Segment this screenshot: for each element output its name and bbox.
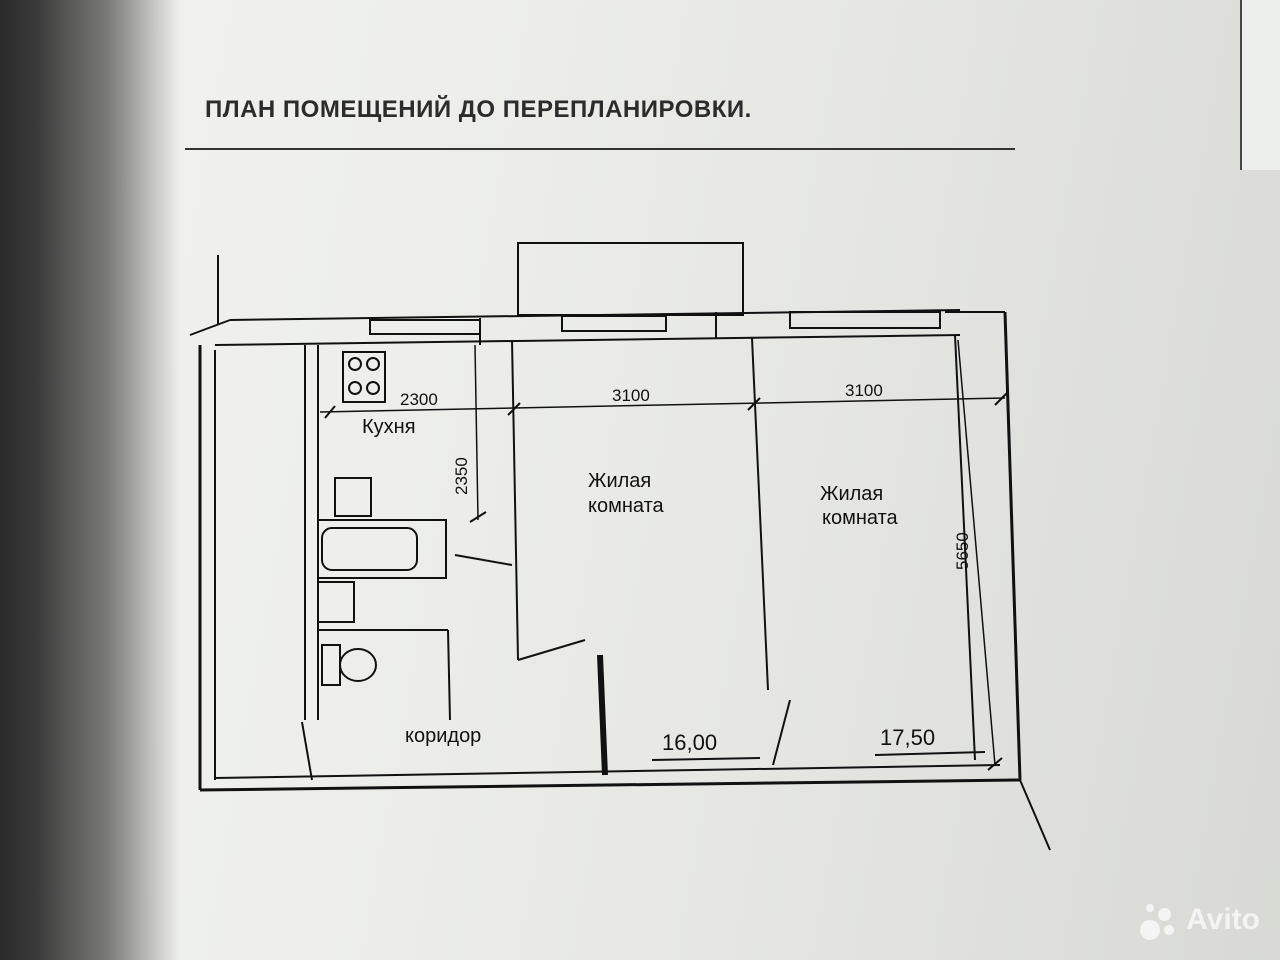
dimension-line-room-depth <box>957 339 996 766</box>
label-corridor: коридор <box>405 725 481 747</box>
avito-logo: Avito <box>1136 898 1260 942</box>
area-underline <box>651 757 761 761</box>
dim-room1-width: 3100 <box>612 386 650 405</box>
wall-break-bottom <box>1019 779 1051 851</box>
outer-wall-right-inner <box>954 334 976 761</box>
dimension-tick <box>994 392 1008 406</box>
burner-icon <box>348 357 362 371</box>
avito-dots-icon <box>1136 898 1180 942</box>
outer-wall-right <box>1003 311 1022 781</box>
dimension-tick <box>469 511 487 523</box>
burner-icon <box>366 381 380 395</box>
label-living-room-1-line2: комната <box>588 495 665 517</box>
sink-icon <box>334 477 372 517</box>
area-room1: 16,00 <box>662 730 717 755</box>
toilet-partition-side <box>447 629 451 721</box>
page-shadow <box>0 0 180 960</box>
dimension-tick <box>747 397 761 411</box>
dim-kitchen-depth: 2350 <box>452 457 471 495</box>
burner-icon <box>348 381 362 395</box>
partition-room1-left <box>511 339 519 661</box>
window-room2 <box>789 311 941 329</box>
outer-wall-top-inner <box>214 334 961 346</box>
partition-room2-left <box>751 337 769 691</box>
dim-room2-width: 3100 <box>845 381 883 400</box>
toilet-bowl-icon <box>339 648 377 682</box>
stove-icon <box>342 351 386 403</box>
door-room2 <box>772 699 791 766</box>
outer-wall-bottom <box>199 778 1021 792</box>
label-living-room-2-line2: комната <box>822 507 899 529</box>
window-kitchen <box>369 319 481 335</box>
label-living-room-2-line1: Жилая <box>820 483 883 505</box>
wall-break <box>189 319 231 336</box>
page-edge <box>1240 0 1280 170</box>
avito-wordmark: Avito <box>1186 903 1260 936</box>
dim-room-depth: 5650 <box>953 532 972 570</box>
dimension-tick <box>324 405 336 419</box>
area-underline <box>874 751 986 756</box>
bath-block <box>317 519 447 579</box>
label-living-room-1-line1: Жилая <box>588 470 651 492</box>
bathtub-icon <box>321 527 418 571</box>
title-underline <box>185 148 1015 150</box>
door-entrance <box>301 721 313 781</box>
dimension-line-depth <box>474 344 479 521</box>
dimension-tick <box>987 757 1003 771</box>
dimension-line-width <box>319 397 1006 413</box>
area-room2: 17,50 <box>880 725 935 750</box>
plan-title: ПЛАН ПОМЕЩЕНИЙ ДО ПЕРЕПЛАНИРОВКИ. <box>205 96 752 123</box>
label-kitchen: Кухня <box>362 416 416 438</box>
window-room1 <box>561 315 667 332</box>
dimension-tick <box>507 402 521 416</box>
burner-icon <box>366 357 380 371</box>
partition-corridor <box>597 654 608 776</box>
door-room1 <box>517 639 586 661</box>
balcony <box>517 242 744 316</box>
door-bathroom <box>454 554 513 566</box>
washbasin-icon <box>317 581 355 623</box>
toilet-tank-icon <box>321 644 341 686</box>
dim-kitchen-width: 2300 <box>400 390 438 409</box>
